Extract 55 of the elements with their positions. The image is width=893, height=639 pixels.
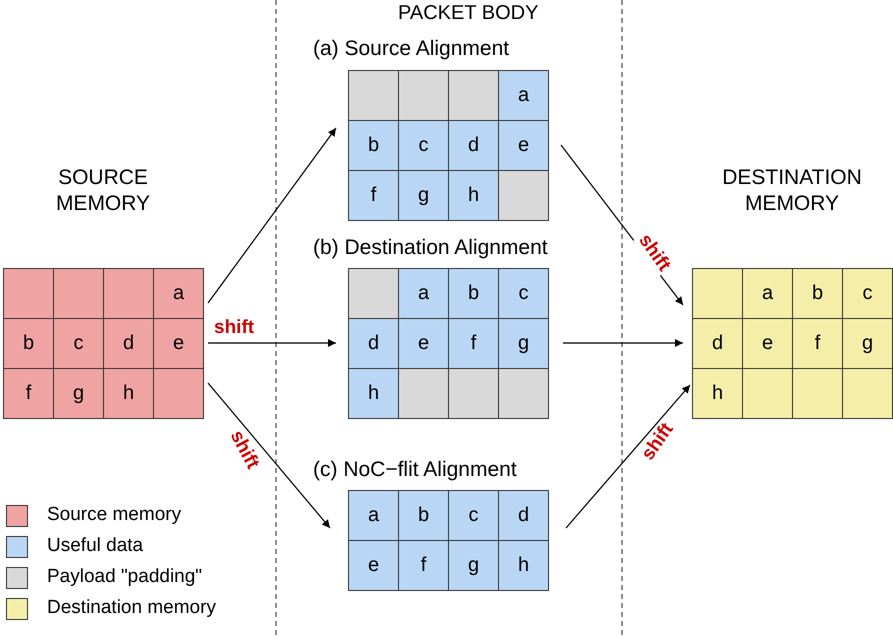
section-heading: PACKET BODY <box>398 2 538 25</box>
memory-cell: f <box>348 170 399 221</box>
grid-title: SOURCE MEMORY <box>54 165 152 217</box>
grid-title: DESTINATION MEMORY <box>721 165 863 217</box>
legend-label: Source memory <box>47 504 182 526</box>
memory-cell: a <box>498 70 549 121</box>
memory-cell: h <box>498 540 549 591</box>
memory-cell: g <box>842 318 893 369</box>
memory-cell: d <box>103 318 154 369</box>
grid-title: (a) Source Alignment <box>313 36 510 62</box>
memory-cell: b <box>348 120 399 171</box>
memory-cell: f <box>792 318 843 369</box>
memory-cell: d <box>692 318 743 369</box>
memory-cell: d <box>448 120 499 171</box>
memory-cell: g <box>398 170 449 221</box>
arrow <box>563 339 683 347</box>
legend-label: Useful data <box>47 535 144 557</box>
memory-cell: g <box>53 368 104 419</box>
memory-cell: c <box>398 120 449 171</box>
memory-cell: d <box>348 318 399 369</box>
arrow <box>566 384 690 528</box>
memory-cell: h <box>348 368 399 419</box>
memory-cell: c <box>53 318 104 369</box>
memory-cell: f <box>448 318 499 369</box>
memory-cell: a <box>742 268 793 319</box>
memory-cell: a <box>348 490 399 541</box>
memory-cell: c <box>498 268 549 319</box>
memory-cell: e <box>153 318 204 369</box>
memory-cell: e <box>742 318 793 369</box>
memory-cell: h <box>692 368 743 419</box>
memory-cell: b <box>3 318 54 369</box>
arrow <box>208 382 330 528</box>
grid-title: (b) Destination Alignment <box>313 235 549 261</box>
memory-cell: g <box>448 540 499 591</box>
memory-cell: c <box>842 268 893 319</box>
memory-cell: c <box>448 490 499 541</box>
memory-cell: b <box>398 490 449 541</box>
memory-cell: e <box>348 540 399 591</box>
memory-cell: e <box>398 318 449 369</box>
grid-title: (c) NoC−flit Alignment <box>313 457 518 483</box>
memory-cell: a <box>153 268 204 319</box>
legend-label: Destination memory <box>47 597 216 619</box>
arrow <box>208 128 336 304</box>
memory-cell: a <box>398 268 449 319</box>
memory-cell: b <box>448 268 499 319</box>
memory-cell: b <box>792 268 843 319</box>
memory-cell: d <box>498 490 549 541</box>
legend-label: Payload "padding" <box>47 566 202 588</box>
arrow <box>208 339 336 347</box>
memory-cell: f <box>3 368 54 419</box>
memory-cell: f <box>398 540 449 591</box>
memory-cell: e <box>498 120 549 171</box>
memory-cell: h <box>103 368 154 419</box>
memory-cell: g <box>498 318 549 369</box>
memory-cell: h <box>448 170 499 221</box>
